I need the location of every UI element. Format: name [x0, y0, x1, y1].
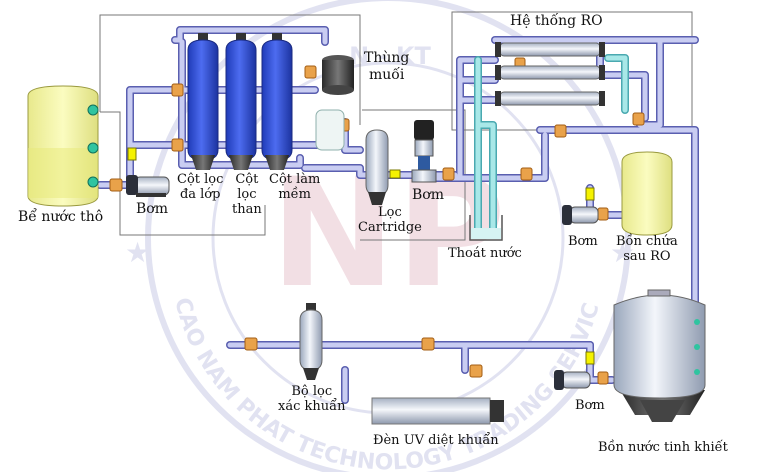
- drain-basin: [469, 215, 503, 241]
- pump-1: [126, 175, 170, 197]
- uv-lamp: [371, 397, 504, 425]
- label-pump-4: Bơm: [575, 398, 605, 413]
- label-raw-water-tank: Bể nước thô: [18, 209, 104, 225]
- watermark-star-right: ★: [610, 236, 635, 269]
- label-pure-water-tank: Bồn nước tinh khiết: [598, 440, 728, 455]
- softener-column: [261, 33, 293, 170]
- pump-2: [411, 120, 437, 183]
- label-pump-3: Bơm: [568, 234, 598, 249]
- ro-storage-tank: [621, 151, 673, 236]
- watermark-star-left: ★: [125, 236, 150, 269]
- pipe-network: [96, 26, 699, 404]
- pump-3: [562, 205, 599, 225]
- salt-tank: [322, 55, 354, 95]
- pure-water-tank: [613, 289, 706, 422]
- label-uv-lamp: Đèn UV diệt khuẩn: [373, 433, 499, 448]
- cartridge-filter: [365, 129, 389, 205]
- raw-water-tank: [27, 85, 99, 207]
- sterile-filter: [299, 303, 323, 380]
- valves: [109, 57, 645, 385]
- flow-meters: [127, 147, 595, 365]
- label-pump-1: Bơm: [136, 201, 168, 217]
- ro-membranes: [495, 42, 605, 106]
- label-drain: Thoát nước: [448, 246, 522, 261]
- carbon-column: [225, 33, 257, 170]
- multimedia-column: [187, 33, 219, 170]
- brine-tank: [315, 109, 345, 151]
- pump-4: [554, 370, 591, 390]
- label-ro-system: Hệ thống RO: [510, 13, 603, 29]
- label-pump-2: Bơm: [412, 187, 444, 203]
- watermark-top-text: N - KT: [349, 42, 431, 70]
